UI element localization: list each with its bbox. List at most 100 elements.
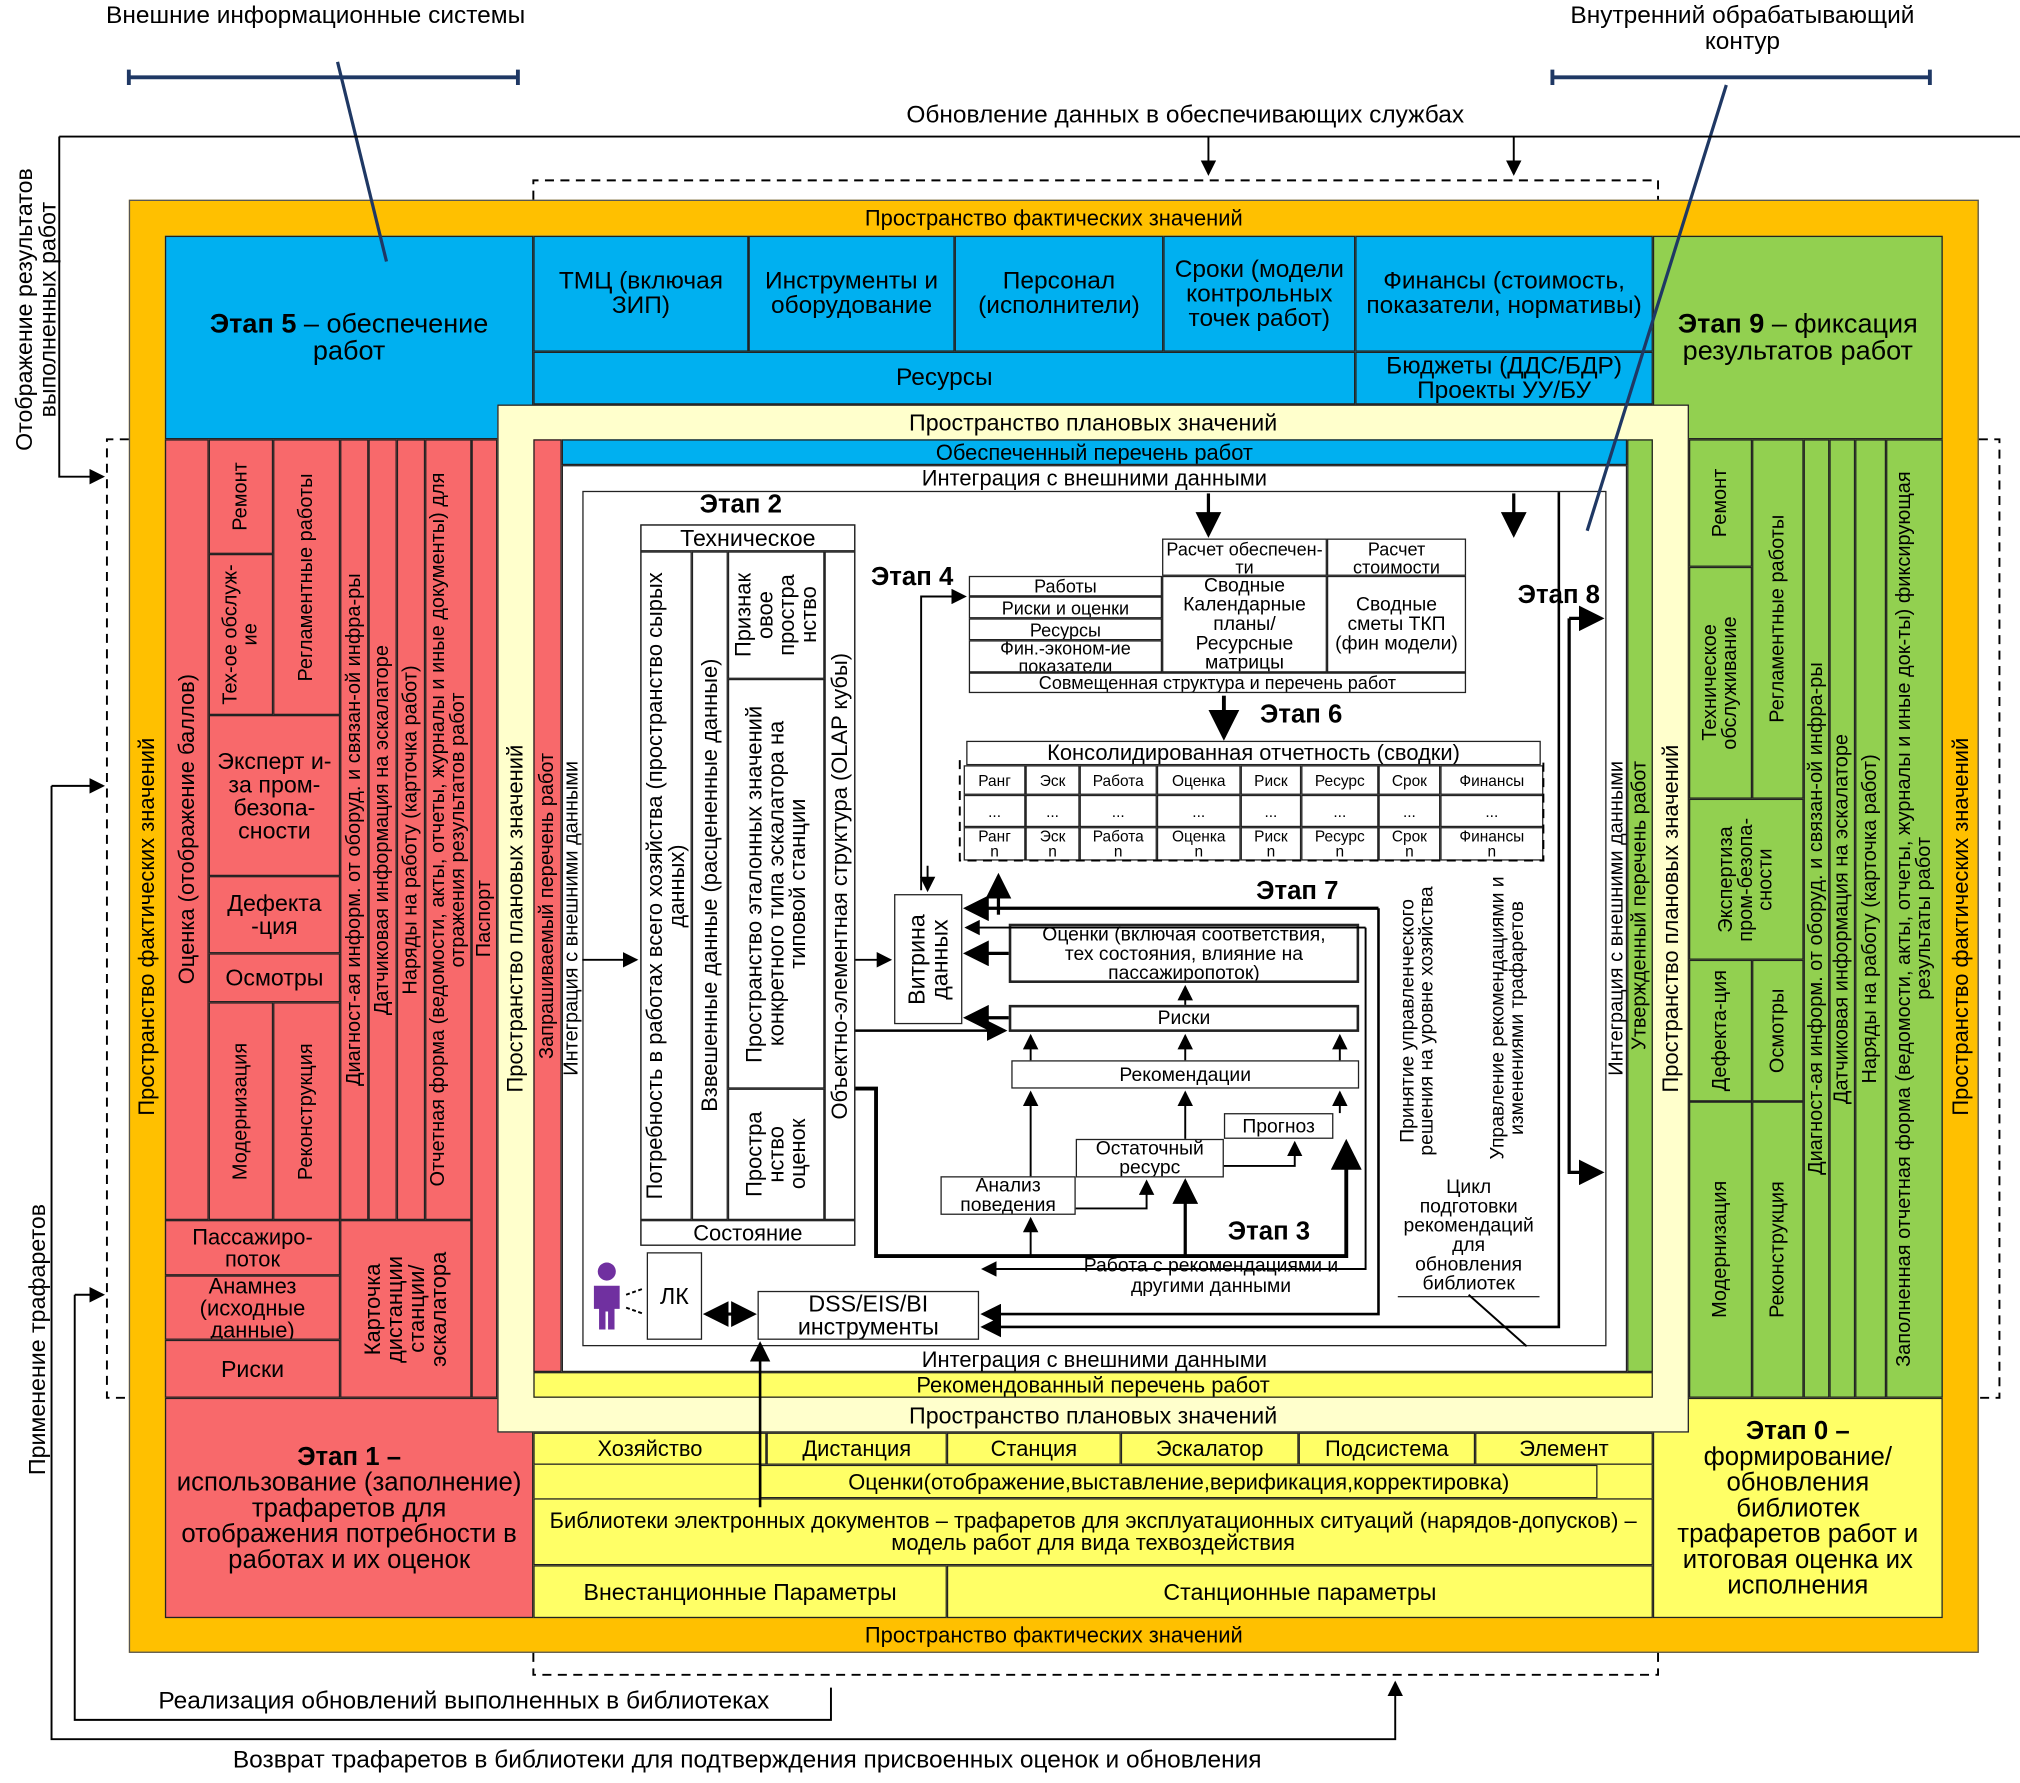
dss-tools-button[interactable]: DSS/EIS/BI инструменты <box>757 1290 980 1340</box>
level-element: Элемент <box>1475 1432 1653 1465</box>
left-repair: Ремонт <box>208 439 274 554</box>
stage1-text: использование (заполнение) трафаретов дл… <box>176 1468 522 1574</box>
right-diagnostic: Диагност-ая информ. от оборуд. и связан-… <box>1803 439 1830 1398</box>
resource-tmc: ТМЦ (включая ЗИП) <box>533 235 749 352</box>
table-header-cell: Ресурс <box>1301 765 1379 795</box>
approved-works-band: Утвержденный перечень работ <box>1627 439 1653 1373</box>
assessments-row: Оценки(отображение,выставление,верификац… <box>760 1464 1598 1499</box>
calc-cost: Расчет стоимости <box>1326 538 1467 576</box>
level-escalator: Эскалатор <box>1120 1432 1299 1465</box>
summary-estimates: Сводные сметы ТКП (фин модели) <box>1326 575 1467 673</box>
table-cell-label: Финансы <box>1459 827 1525 846</box>
libraries-row: Библиотеки электронных документов – траф… <box>533 1498 1653 1566</box>
decision-label: Принятие управленческого решения на уров… <box>1396 886 1438 1156</box>
stage7-label: Этап 7 <box>1256 877 1339 906</box>
left-defect: Дефекта -ция <box>208 876 341 954</box>
table-cell-label: Ранг <box>978 827 1011 846</box>
table-cell-index: n <box>1048 842 1057 861</box>
stage4-works: Работы <box>968 575 1163 597</box>
stage3-label: Этап 3 <box>1227 1217 1311 1246</box>
stage4-risks: Риски и оценки <box>968 596 1163 619</box>
table-cell: ... <box>1079 794 1157 828</box>
offstation-params: Внестанционные Параметры <box>533 1565 947 1619</box>
stage2-reference: Пространство эталонных значений конкретн… <box>727 678 825 1089</box>
stage9-box: Этап 9 – фиксация результатов работ <box>1652 235 1943 440</box>
stage9-text: – фиксация результатов работ <box>1682 309 1918 366</box>
table-cell: ... <box>1025 794 1080 828</box>
left-passport: Паспорт <box>471 439 498 1398</box>
integration-top: Интеграция с внешними данными <box>921 465 1268 491</box>
plan-space-left: Пространство плановых значений <box>503 744 528 1093</box>
stage7-recommendations: Рекомендации <box>1011 1060 1360 1089</box>
stage8-label: Этап 8 <box>1517 581 1601 610</box>
left-modernization: Модернизация <box>208 1002 274 1221</box>
left-reconstruction: Реконструкция <box>273 1002 341 1221</box>
table-cell-index: n <box>1487 842 1497 861</box>
right-sensor: Датчиковая информация на эскалаторе <box>1829 439 1856 1398</box>
table-cell-index: n <box>1113 842 1123 861</box>
right-report-form: Заполненная отчетная форма (ведомости, а… <box>1886 439 1943 1398</box>
stage2-technical: Техническое <box>640 524 856 552</box>
left-risks: Риски <box>164 1339 341 1398</box>
left-expertise: Эксперт и-за пром-безопа-сности <box>208 715 341 877</box>
table-cell-label: Риск <box>1254 827 1288 846</box>
summary-plans: Сводные Календарные планы/ Ресурсные мат… <box>1162 575 1327 673</box>
left-sensor: Датчиковая информация на эскалаторе <box>368 439 397 1221</box>
apply-templates-label: Применение трафаретов <box>24 1204 51 1476</box>
plan-space-top: Пространство плановых значений <box>909 409 1278 435</box>
left-maintenance: Тех-ое обслуж-ие <box>208 553 274 716</box>
stage7-assessments: Оценки (включая соответствия, тех состоя… <box>1008 923 1360 983</box>
left-report-form: Отчетная форма (ведомости, акты, отчеты,… <box>425 439 472 1221</box>
table-cell-label: Работа <box>1092 827 1144 846</box>
table-cell: ... <box>1440 794 1544 828</box>
right-modernization: Модернизация <box>1688 1101 1753 1398</box>
left-assessment: Оценка (отображение баллов) <box>164 439 209 1221</box>
stage7-behavior: Анализ поведения <box>940 1176 1076 1215</box>
right-inspections: Осмотры <box>1752 959 1804 1102</box>
table-header-cell: Оценка <box>1156 765 1241 795</box>
recommended-works-band: Рекомендованный перечень работ <box>533 1372 1653 1398</box>
table-header-cell: Финансы <box>1440 765 1544 795</box>
stage0-title: Этап 0 – <box>1745 1416 1850 1445</box>
stage2-state: Состояние <box>640 1220 856 1246</box>
table-cell-index: n <box>1335 842 1345 861</box>
level-distance: Дистанция <box>766 1432 947 1465</box>
requested-works-band: Запрашиваемый перечень работ <box>533 439 562 1373</box>
resource-staff: Персонал (исполнители) <box>954 235 1164 352</box>
stage7-residual: Остаточный ресурс <box>1075 1138 1224 1178</box>
table-cell-label: Ресурс <box>1314 827 1365 846</box>
stage4-fin-indicators: Фин.-эконом-ие показатели <box>968 640 1163 673</box>
resource-terms: Сроки (модели контрольных точек работ) <box>1163 235 1356 352</box>
return-templates-label: Возврат трафаретов в библиотеки для подт… <box>232 1746 1262 1774</box>
table-cell-label: Оценка <box>1171 827 1226 846</box>
stage1-box: Этап 1 –использование (заполнение) трафа… <box>164 1397 534 1619</box>
left-passenger-flow: Пассажиро-поток <box>164 1220 341 1276</box>
stage5-box: Этап 5 – обеспечение работ <box>164 235 534 440</box>
display-results-label: Отображение результатов выполненных рабо… <box>11 167 61 451</box>
stage4-label: Этап 4 <box>870 562 954 592</box>
level-station: Станция <box>946 1432 1121 1465</box>
right-orders: Наряды на работу (карточка работ) <box>1855 439 1887 1398</box>
table-header-cell: Ранг <box>963 765 1026 795</box>
table-cell-label: Эск <box>1039 827 1066 846</box>
left-diagnostic: Диагност-ая информ. от оборуд. и связан-… <box>340 439 369 1221</box>
stage1-title: Этап 1 – <box>297 1442 402 1471</box>
right-defect: Дефекта-ция <box>1688 959 1753 1102</box>
stage6-label: Этап 6 <box>1260 700 1343 730</box>
stage0-text: формирование/ обновления библиотек трафа… <box>1677 1442 1919 1600</box>
stage4-resources: Ресурсы <box>968 618 1163 641</box>
personal-account-button[interactable]: ЛК <box>646 1252 703 1340</box>
right-expertise: Экспертиза пром-безопа-сности <box>1688 798 1804 960</box>
table-header-cell: Работа <box>1079 765 1157 795</box>
update-services-label: Обновление данных в обеспечивающих служб… <box>906 101 1465 129</box>
stage9-title: Этап 9 <box>1677 309 1765 339</box>
right-repair: Ремонт <box>1688 439 1753 567</box>
fact-space-left: Пространство фактических значений <box>134 738 160 1116</box>
integration-bottom: Интеграция с внешними данными <box>921 1346 1268 1372</box>
table-cell-label: Срок <box>1391 827 1427 846</box>
manage-label: Управление рекомендациями и изменениями … <box>1486 876 1528 1160</box>
